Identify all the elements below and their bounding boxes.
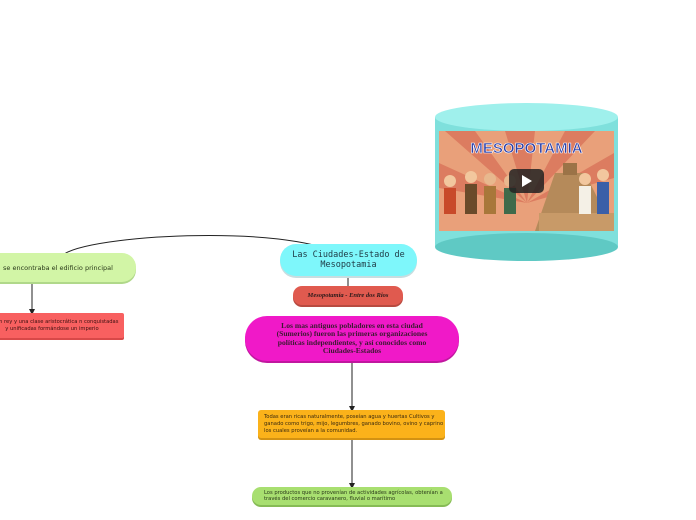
topic-entre-dos-rios[interactable]: Mesopotamia - Entre dos Rios <box>293 286 403 305</box>
topic-label: Los productos que no provenían de activi… <box>264 489 443 503</box>
topic-label: Todas eran ricas naturalmente, poseían a… <box>264 413 444 434</box>
topic-edificio-principal[interactable]: se encontraba el edificio principal <box>0 253 136 282</box>
video-image: MESOPOTAMIA <box>439 131 614 231</box>
topic-label: Los mas antiguos pobladores en esta ciud… <box>276 320 428 355</box>
central-topic[interactable]: Las Ciudades-Estado de Mesopotamia <box>280 244 417 276</box>
central-topic-label: Las Ciudades-Estado de Mesopotamia <box>292 250 405 270</box>
topic-recursos-naturales[interactable]: Todas eran ricas naturalmente, poseían a… <box>258 410 445 438</box>
video-thumbnail[interactable]: MESOPOTAMIA <box>435 103 618 261</box>
people-illustration <box>444 169 609 214</box>
topic-label: por un rey y una clase aristocrática n c… <box>0 319 119 332</box>
topic-label: Mesopotamia - Entre dos Rios <box>307 292 389 299</box>
video-title: MESOPOTAMIA <box>470 140 582 157</box>
topic-comercio[interactable]: Los productos que no provenían de activi… <box>252 487 452 505</box>
topic-rey-aristocracia[interactable]: por un rey y una clase aristocrática n c… <box>0 313 124 338</box>
play-icon[interactable] <box>509 169 544 193</box>
topic-sumerios[interactable]: Los mas antiguos pobladores en esta ciud… <box>245 316 459 361</box>
topic-label: se encontraba el edificio principal <box>3 263 113 272</box>
